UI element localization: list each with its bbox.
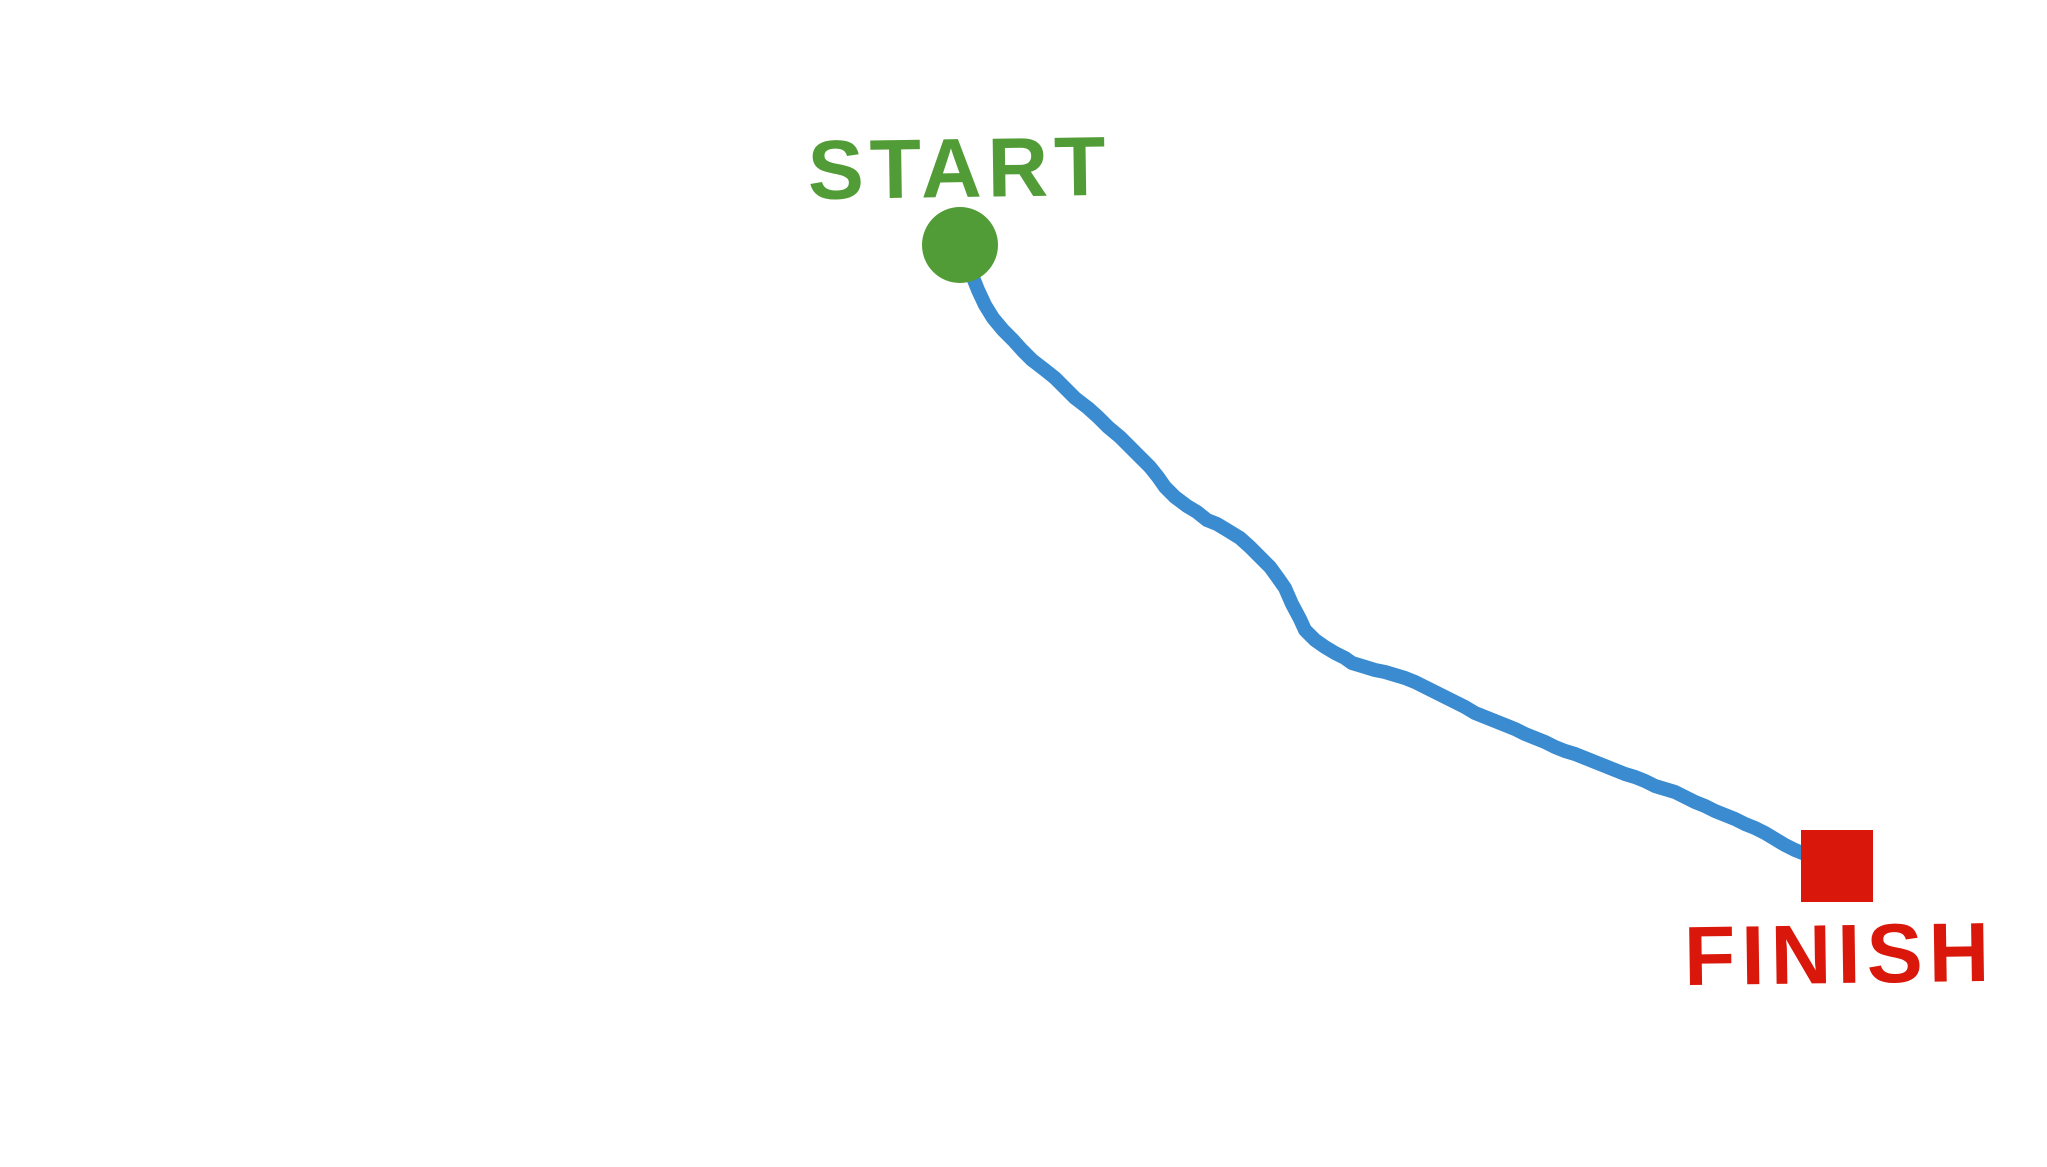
start-circle-icon xyxy=(922,207,998,283)
finish-label: FINISH xyxy=(1683,905,1996,1003)
route-path xyxy=(958,241,1862,885)
start-label: START xyxy=(807,119,1112,217)
finish-square-icon xyxy=(1801,830,1873,902)
